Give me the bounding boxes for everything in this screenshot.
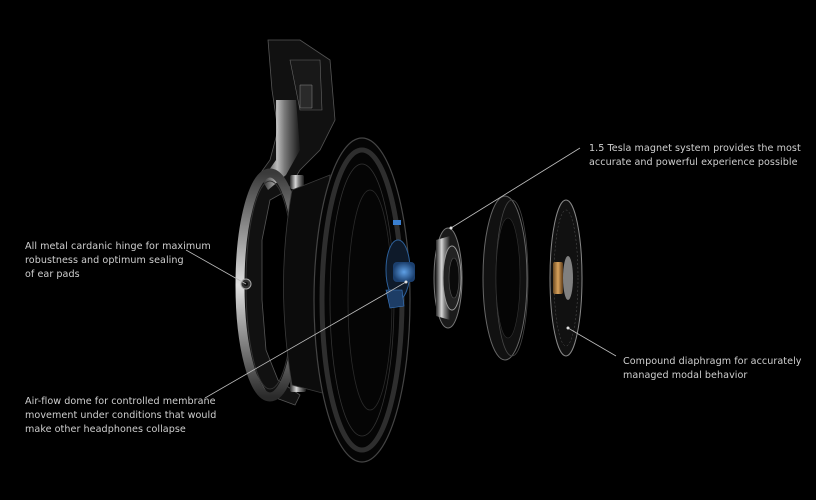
- annotation-hinge-line-2: robustness and optimum sealing: [25, 255, 184, 266]
- leader-line-dome: [204, 281, 407, 399]
- annotation-magnet-line-2: accurate and powerful experience possibl…: [589, 157, 798, 168]
- annotation-hinge-line-1: All metal cardanic hinge for maximum: [25, 241, 211, 252]
- annotation-dome-line-3: make other headphones collapse: [25, 424, 186, 435]
- annotation-hinge-line-3: of ear pads: [25, 269, 80, 280]
- annotation-diaphragm: Compound diaphragm for accurately manage…: [623, 355, 802, 383]
- leader-line-diaphragm: [567, 327, 617, 357]
- leader-dot-diaphragm: [566, 326, 570, 330]
- leader-dot-magnet: [449, 226, 453, 230]
- annotation-diaphragm-line-1: Compound diaphragm for accurately: [623, 356, 802, 367]
- annotation-dome: Air-flow dome for controlled membrane mo…: [25, 395, 216, 437]
- hinge-arm: [237, 39, 336, 406]
- leader-line-hinge: [185, 249, 247, 285]
- spacer-ring: [482, 195, 529, 361]
- air-flow-dome: [385, 220, 415, 309]
- annotation-hinge: All metal cardanic hinge for maximum rob…: [25, 240, 211, 282]
- leader-lines: [185, 147, 617, 399]
- leader-line-magnet: [450, 147, 581, 229]
- leader-dot-dome: [404, 280, 408, 284]
- magnet-system: [433, 227, 463, 329]
- annotation-dome-line-1: Air-flow dome for controlled membrane: [25, 396, 216, 407]
- annotation-magnet: 1.5 Tesla magnet system provides the mos…: [589, 142, 801, 170]
- annotation-magnet-line-1: 1.5 Tesla magnet system provides the mos…: [589, 143, 801, 154]
- annotation-dome-line-2: movement under conditions that would: [25, 410, 217, 421]
- compound-diaphragm: [549, 199, 583, 357]
- annotation-diaphragm-line-2: managed modal behavior: [623, 370, 748, 381]
